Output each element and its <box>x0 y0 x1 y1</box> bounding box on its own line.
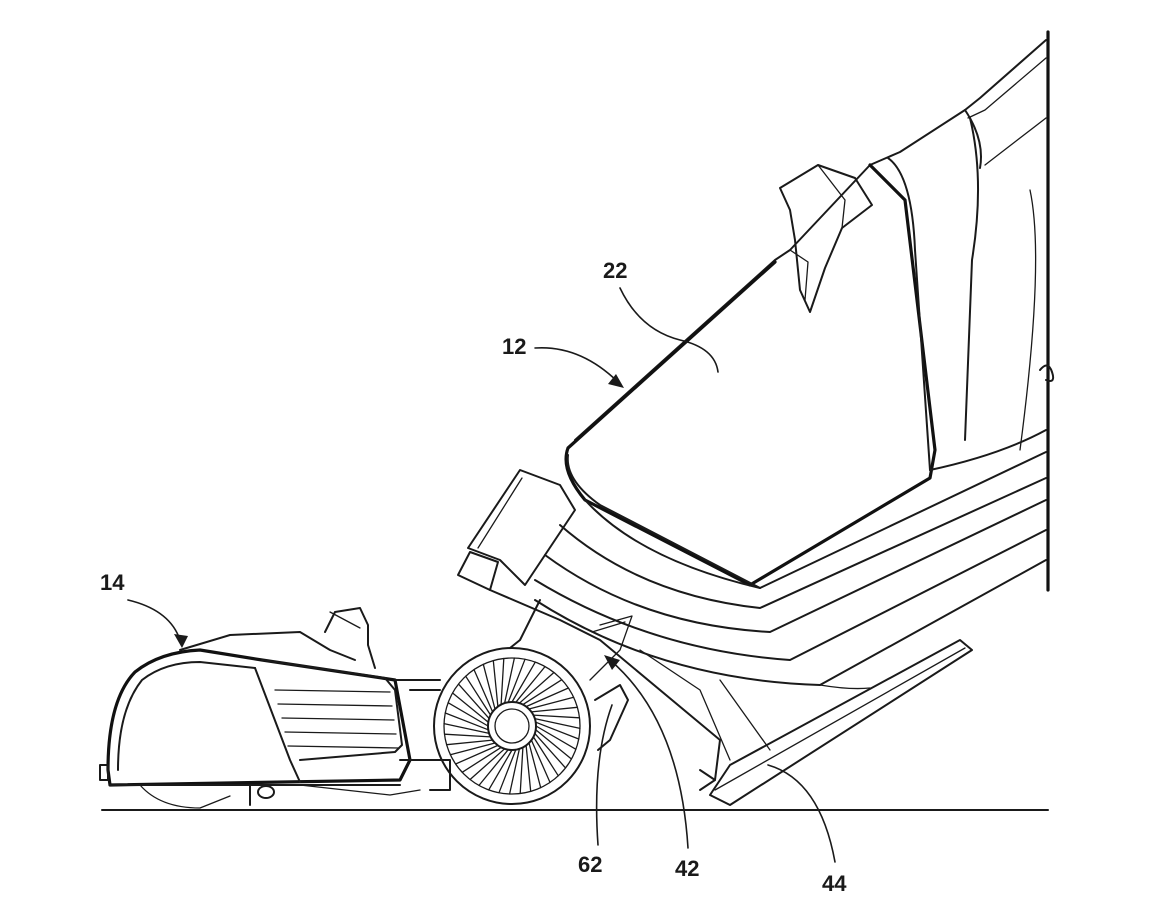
wheel-spoke <box>528 696 575 710</box>
wheel-spoke <box>518 671 555 704</box>
leader-22 <box>619 287 719 373</box>
arrowhead-42 <box>604 655 620 670</box>
wheel-spoke <box>498 749 517 794</box>
leader-12 <box>534 347 619 383</box>
break-mark <box>1039 364 1055 382</box>
dirt-cup <box>564 163 937 587</box>
wheel-spoke <box>478 749 509 787</box>
wheel-spoke <box>522 679 563 706</box>
label-14: 14 <box>100 570 125 595</box>
wheel-spoke <box>535 721 580 740</box>
wheel-spoke <box>507 658 526 703</box>
wheel-spoke <box>469 748 506 781</box>
wheel-spoke <box>535 725 577 750</box>
wheel-spoke <box>525 744 532 793</box>
leader-14 <box>127 599 181 641</box>
wheel-spoke <box>530 739 551 784</box>
leader-lines <box>127 287 836 863</box>
recline-pedal <box>709 639 973 806</box>
wheel-spoke <box>492 659 499 708</box>
carry-handle <box>779 164 873 313</box>
wheel-spoke <box>443 733 492 738</box>
wheel-spoke <box>482 663 496 710</box>
wheel-spoke <box>457 683 490 720</box>
wheel-spoke <box>534 717 581 730</box>
label-22: 22 <box>603 258 627 283</box>
wheel-spoke <box>503 657 516 704</box>
wheel-spoke <box>461 746 502 773</box>
label-44: 44 <box>822 871 847 896</box>
wheel-spoke <box>534 732 567 769</box>
wheel-spoke <box>535 729 573 760</box>
cleaner-head <box>99 607 629 809</box>
wheel-spoke <box>488 749 513 791</box>
leader-42 <box>609 659 689 849</box>
arrowhead-12 <box>608 374 624 388</box>
wheel-spoke <box>443 722 490 735</box>
wheel-spoke <box>451 692 489 723</box>
wheel-spoke <box>449 742 496 756</box>
leader-62 <box>595 704 613 846</box>
wheel-spoke <box>465 675 492 716</box>
wheel-spoke <box>515 665 546 703</box>
wheel-spoke <box>508 748 521 795</box>
wheel-spoke <box>445 739 494 746</box>
motor-housing <box>469 589 973 806</box>
wheel-spoke <box>473 668 494 713</box>
wheel-spoke <box>525 687 570 708</box>
wheel-spoke <box>519 746 524 795</box>
wheel-spoke <box>447 702 489 727</box>
wheel-spoke <box>530 706 579 713</box>
wheel-spoke <box>532 736 559 777</box>
wheel-spoke <box>528 742 542 789</box>
pedal-block <box>467 469 576 586</box>
leader-44 <box>767 764 836 863</box>
label-42: 42 <box>675 856 699 881</box>
label-12: 12 <box>502 334 526 359</box>
wheel-spoke <box>500 657 505 706</box>
wheel-spoke <box>444 712 489 731</box>
arrowhead-14 <box>174 634 188 648</box>
rear-wheel <box>433 647 591 805</box>
wheel-spoke <box>532 714 581 719</box>
upright-body <box>457 39 1047 690</box>
wheel-spoke <box>454 744 499 765</box>
reference-numerals: 22 12 14 62 42 44 <box>100 258 847 896</box>
label-62: 62 <box>578 852 602 877</box>
wheel-spoke <box>511 661 536 703</box>
